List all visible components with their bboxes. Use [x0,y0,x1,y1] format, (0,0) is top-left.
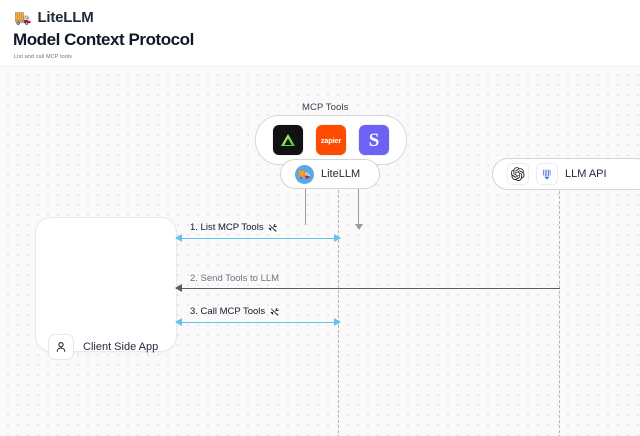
message-line [176,238,340,239]
client-side-app-content: Client Side App [48,334,158,360]
arrow-head-right-icon [334,318,341,326]
mcp-tools-label: MCP Tools [302,102,349,113]
truck-icon: 🚚 [14,9,32,25]
person-icon [48,334,74,360]
message-text: 2. Send Tools to LLM [190,272,280,284]
message-label: 1. List MCP Tools [190,222,279,233]
tools-icon [267,222,279,233]
message-text: 1. List MCP Tools [190,221,264,233]
arrow-head-right-icon [334,234,341,242]
openai-icon [507,163,529,185]
arrow-head-left-icon [175,318,182,326]
triangle-tool-icon[interactable] [273,125,303,155]
lifeline-litellm [338,190,339,436]
brand: 🚚 LiteLLM [14,7,94,27]
diagram-canvas[interactable]: MCP Tools zapier [0,66,640,436]
lifeline-llm-api [559,191,560,436]
message-line [176,288,560,289]
arrow-head-left-icon [175,284,182,292]
arrow-head-left-icon [175,234,182,242]
node-llm-api-label: LLM API [565,168,607,180]
node-llm-api[interactable]: LLM API [492,158,640,190]
mcp-tools-group[interactable]: zapier S [255,115,407,165]
stripe-s-icon-label: S [368,129,380,151]
tools-icon [269,306,281,317]
call-tools-down-arrow [355,169,364,230]
stripe-s-icon[interactable]: S [359,125,389,155]
zapier-icon[interactable]: zapier [316,125,346,155]
brand-name: LiteLLM [37,8,94,26]
message-label: 3. Call MCP Tools [190,305,281,317]
message-line [176,322,340,323]
page-title: Model Context Protocol [13,30,194,49]
client-side-app-label: Client Side App [83,341,159,353]
litellm-avatar-icon: 🚚 [295,164,314,184]
node-litellm-label: LiteLLM [321,168,361,180]
arrow-head-down-icon [355,224,364,230]
anthropic-icon [536,163,558,185]
node-litellm[interactable]: 🚚 LiteLLM [280,159,380,189]
page-subtitle: List and call MCP tools [14,54,73,60]
zapier-icon-label: zapier [320,135,342,145]
message-label: 2. Send Tools to LLM [190,272,280,284]
message-text: 3. Call MCP Tools [190,305,266,317]
client-side-app-box[interactable] [35,217,177,352]
